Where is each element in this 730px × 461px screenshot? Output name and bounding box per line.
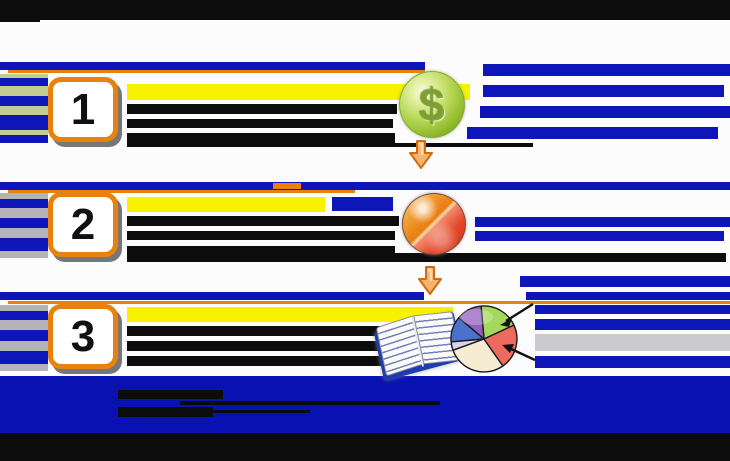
- redacted-text-bar: [180, 401, 440, 405]
- redacted-text-bar: [0, 199, 48, 208]
- step-2-number: 2: [70, 199, 96, 249]
- redacted-text-bar: [0, 130, 48, 135]
- row2-heading-highlight: [127, 197, 325, 212]
- down-arrow-icon: [418, 266, 442, 295]
- redacted-text-bar: [0, 364, 48, 371]
- redacted-text-bar: [0, 238, 48, 251]
- redacted-text-bar: [0, 96, 48, 106]
- redacted-text-bar: [0, 218, 48, 228]
- top-title-redaction: [0, 0, 730, 20]
- redacted-text-bar: [535, 356, 730, 368]
- redacted-text-bar: [118, 407, 213, 417]
- redacted-text-bar: [0, 193, 48, 199]
- pie-slice-green: [480, 305, 515, 340]
- dollar-coin-icon: $: [399, 71, 465, 138]
- redacted-text-bar: [127, 133, 395, 143]
- step-2-badge: 2: [48, 192, 118, 257]
- pie-slice-red: [483, 324, 518, 367]
- redacted-text-bar: [127, 253, 726, 262]
- step-3-number: 3: [70, 311, 96, 361]
- redacted-text-bar: [127, 143, 533, 147]
- row2-top-line: [0, 182, 730, 190]
- row3-heading-highlight: [127, 307, 453, 322]
- top-title-redaction: [0, 0, 40, 22]
- redacted-text-bar: [0, 311, 48, 320]
- row3-rule: [8, 301, 730, 304]
- redacted-text-bar: [127, 356, 389, 366]
- row1-top-line: [0, 62, 425, 70]
- redacted-text-bar: [0, 228, 48, 238]
- redacted-text-bar: [127, 119, 393, 128]
- redacted-text-bar: [0, 251, 48, 258]
- redacted-text-bar: [475, 217, 730, 227]
- row2-rule: [8, 190, 355, 193]
- redacted-text-bar: [0, 320, 48, 330]
- redacted-text-bar: [213, 410, 310, 413]
- redacted-text-bar: [535, 334, 730, 351]
- redacted-text-bar: [118, 390, 223, 399]
- pie-annotation-arrow-icon: [502, 344, 536, 362]
- bottom-black-band: [0, 433, 730, 461]
- redacted-text-bar: [467, 127, 718, 139]
- pie-chart-icon: [450, 302, 536, 373]
- dollar-sign: $: [419, 78, 445, 131]
- redacted-text-bar: [483, 85, 724, 97]
- redacted-text-bar: [273, 183, 301, 189]
- redacted-text-bar: [0, 115, 48, 130]
- redacted-text-bar: [0, 74, 48, 78]
- pie-slice-cream: [452, 338, 504, 373]
- row3-top-line: [0, 292, 424, 300]
- redacted-text-bar: [0, 106, 48, 115]
- redacted-text-bar: [520, 276, 730, 287]
- redacted-text-bar: [332, 197, 393, 211]
- redacted-text-bar: [127, 341, 389, 351]
- redacted-text-bar: [0, 135, 48, 143]
- pie-annotation-arrow-icon: [500, 302, 534, 327]
- redacted-text-bar: [127, 326, 389, 336]
- step-1-badge: 1: [48, 77, 118, 142]
- redacted-text-bar: [483, 64, 730, 76]
- redacted-text-bar: [0, 341, 48, 351]
- row1-rule: [8, 70, 425, 73]
- step-1-number: 1: [70, 84, 96, 134]
- orange-red-sphere-icon: [402, 193, 466, 255]
- redacted-text-bar: [0, 208, 48, 218]
- redacted-text-bar: [475, 231, 724, 241]
- redacted-text-bar: [535, 305, 730, 314]
- redacted-text-bar: [535, 319, 730, 330]
- redacted-text-bar: [0, 330, 48, 341]
- redacted-text-bar: [0, 86, 48, 96]
- redacted-text-bar: [127, 216, 399, 226]
- redacted-text-bar: [127, 104, 397, 114]
- down-arrow-icon: [409, 140, 433, 169]
- redacted-text-bar: [127, 231, 395, 240]
- redacted-text-bar: [0, 351, 48, 364]
- step-3-badge: 3: [48, 304, 118, 369]
- redacted-text-bar: [0, 305, 48, 311]
- row1-heading-highlight: [127, 84, 470, 100]
- redacted-text-bar: [480, 106, 730, 118]
- redacted-text-bar: [127, 246, 395, 256]
- redacted-text-bar: [526, 292, 730, 300]
- redacted-text-bar: [0, 78, 48, 86]
